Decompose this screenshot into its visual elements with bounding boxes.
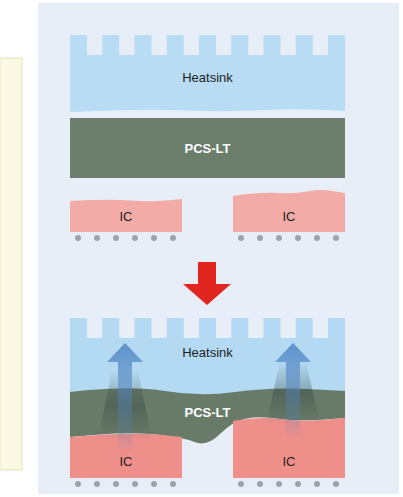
sheet-label: PCS-LT bbox=[70, 404, 345, 421]
thermal-sheet: PCS-LT bbox=[70, 118, 345, 178]
ic-chip: IC bbox=[233, 186, 345, 232]
ic-chip-outline bbox=[233, 412, 345, 480]
heat-flow-arrow bbox=[275, 343, 311, 436]
part-label: Heatsink bbox=[70, 69, 345, 86]
sheet-label: PCS-LT bbox=[70, 140, 345, 157]
ic-chip: IC bbox=[70, 194, 182, 232]
heat-glow bbox=[98, 370, 152, 440]
process-arrow bbox=[183, 262, 231, 305]
part-label: Heatsink bbox=[70, 344, 345, 361]
ic-chip: IC bbox=[70, 428, 182, 480]
heatsink-block: Heatsink bbox=[70, 35, 345, 115]
part-label: IC bbox=[233, 453, 345, 470]
heat-glow bbox=[266, 362, 320, 424]
part-label: IC bbox=[70, 208, 182, 225]
part-label: IC bbox=[70, 453, 182, 470]
panel-ground bbox=[38, 3, 399, 494]
part-label: IC bbox=[233, 208, 345, 225]
side-panel bbox=[0, 58, 22, 470]
ic-chip: IC bbox=[233, 412, 345, 480]
heat-flow-arrow bbox=[107, 343, 143, 450]
